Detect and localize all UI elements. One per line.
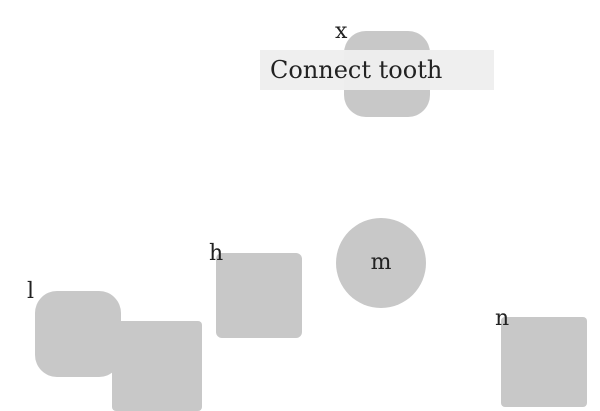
tile-h[interactable] <box>216 253 302 338</box>
tile-n[interactable] <box>501 317 587 407</box>
tile-label-n: n <box>495 306 510 331</box>
tile-label-h: h <box>209 241 224 266</box>
tile-label-x: x <box>335 19 348 44</box>
tile-unlabeled[interactable] <box>112 321 202 411</box>
tile-m[interactable]: m <box>336 218 426 308</box>
instruction-text: Connect tooth <box>260 50 494 90</box>
tile-label-l: l <box>27 279 35 304</box>
tile-label-m: m <box>370 250 392 275</box>
tile-l[interactable] <box>35 291 121 377</box>
